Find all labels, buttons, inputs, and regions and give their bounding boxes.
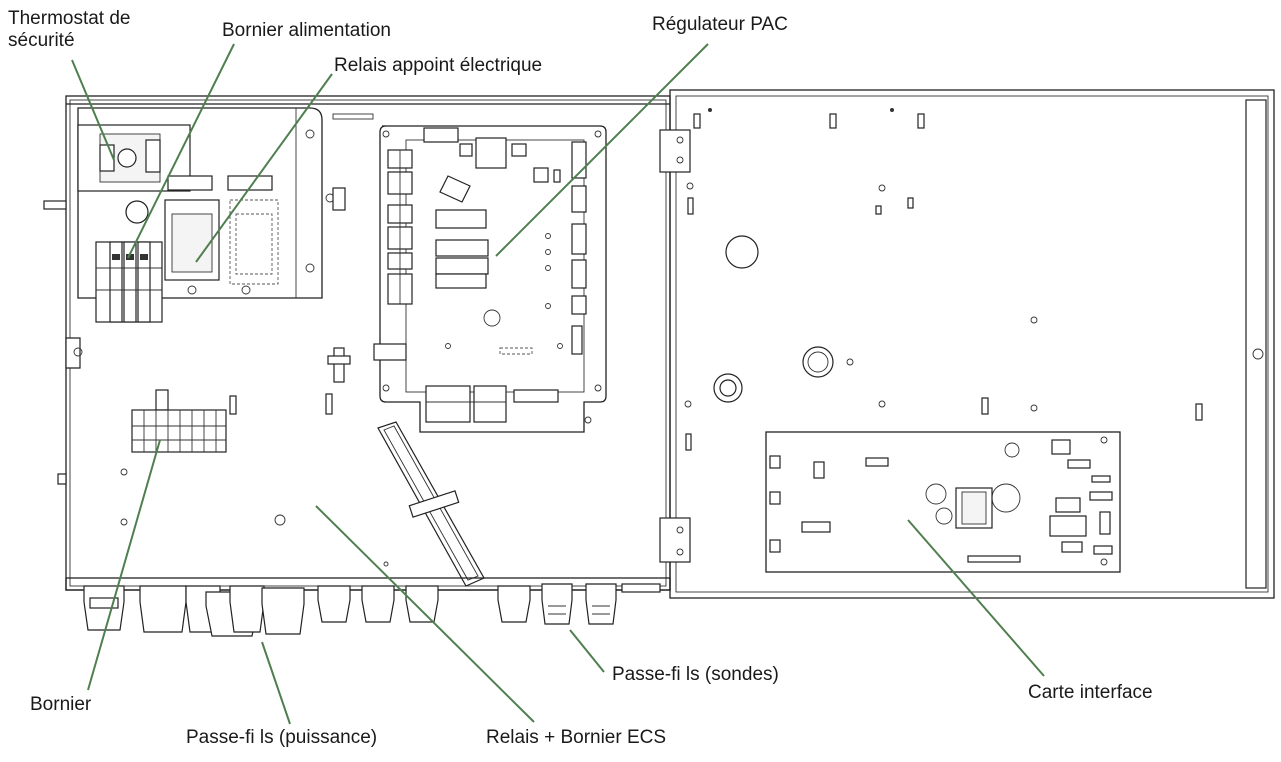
- label-sensor-cable-glands: Passe-fi ls (sondes): [612, 664, 779, 685]
- label-heat-pump-controller: Régulateur PAC: [652, 14, 788, 35]
- door-panel: [659, 89, 1275, 599]
- leader-thermostat: [71, 59, 115, 161]
- label-power-terminal-block: Bornier alimentation: [222, 20, 391, 41]
- label-terminal-block: Bornier: [30, 694, 92, 715]
- label-power-cable-glands: Passe-fi ls (puissance): [186, 727, 378, 748]
- interface-board: [765, 431, 1121, 573]
- leader-passe-fils-puissance: [261, 641, 291, 725]
- label-safety-thermostat: Thermostat de sécurité: [8, 8, 131, 51]
- backup-heater-relays: [164, 175, 279, 295]
- leader-relais-appoint: [195, 73, 333, 263]
- label-interface-board: Carte interface: [1028, 682, 1153, 703]
- label-backup-heater-relay: Relais appoint électrique: [334, 55, 543, 76]
- power-terminal-block: [95, 200, 163, 323]
- leader-regulateur: [495, 43, 709, 257]
- heat-pump-controller-board: [373, 125, 607, 433]
- leader-lines: [71, 43, 1045, 725]
- leader-bornier-alimentation: [127, 43, 235, 259]
- dhw-relay-terminal: [377, 421, 485, 587]
- leader-relais-bornier-ecs: [315, 505, 535, 723]
- leader-passe-fils-sondes: [569, 629, 605, 673]
- leader-carte-interface: [907, 519, 1045, 677]
- enclosure-small-parts: [120, 347, 389, 567]
- terminal-block: [131, 389, 237, 453]
- leader-bornier: [87, 439, 161, 691]
- mounting-plate: [77, 107, 374, 299]
- cable-glands: [65, 577, 671, 637]
- label-dhw-relay-terminal: Relais + Bornier ECS: [486, 727, 667, 748]
